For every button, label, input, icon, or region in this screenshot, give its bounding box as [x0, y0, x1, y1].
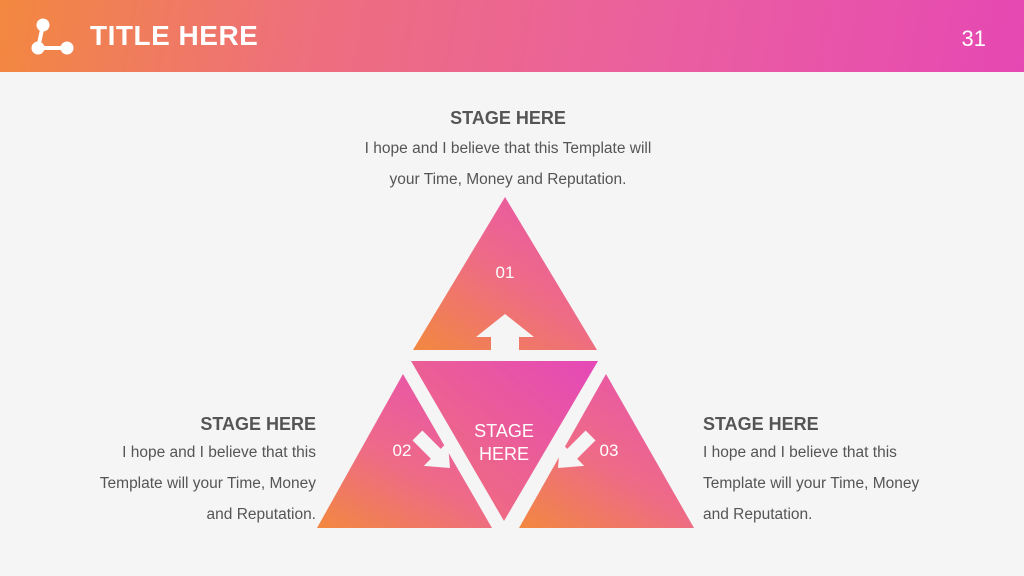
page-number: 31 — [961, 26, 986, 51]
arrow-down-left-icon — [558, 430, 596, 468]
center-label-line1: STAGE — [474, 421, 534, 441]
stage-right-title: STAGE HERE — [703, 414, 819, 434]
triangle-02 — [317, 374, 492, 528]
stage-left-line2: Template will your Time, Money — [99, 475, 316, 492]
stage-left-title: STAGE HERE — [200, 414, 316, 434]
stage-right: STAGE HERE I hope and I believe that thi… — [703, 414, 963, 530]
triangle-01 — [413, 197, 597, 350]
stage-top-line1: I hope and I believe that this Template … — [364, 140, 652, 157]
triangle-center — [411, 361, 598, 521]
center-label-line2: HERE — [479, 444, 529, 464]
page-title: TITLE HERE — [90, 20, 259, 51]
arrow-up-icon — [476, 314, 534, 350]
stage-right-line1: I hope and I believe that this — [703, 444, 897, 461]
header-bar: TITLE HERE 31 — [0, 0, 1024, 72]
stage-right-line3: and Reputation. — [703, 506, 813, 523]
triangle-number-03: 03 — [600, 441, 619, 460]
stage-top-title: STAGE HERE — [450, 108, 566, 128]
share-nodes-icon — [31, 18, 74, 55]
stage-top-line2: your Time, Money and Reputation. — [389, 171, 627, 188]
arrow-down-right-icon — [412, 430, 450, 468]
triangle-03 — [519, 374, 694, 528]
stage-left-line3: and Reputation. — [206, 506, 316, 523]
triangle-number-02: 02 — [393, 441, 412, 460]
stage-top: STAGE HERE I hope and I believe that thi… — [300, 108, 716, 195]
stage-right-line2: Template will your Time, Money — [703, 475, 920, 492]
stage-left-line1: I hope and I believe that this — [122, 444, 316, 461]
stage-left: STAGE HERE I hope and I believe that thi… — [60, 414, 316, 530]
triangle-number-01: 01 — [496, 263, 515, 282]
